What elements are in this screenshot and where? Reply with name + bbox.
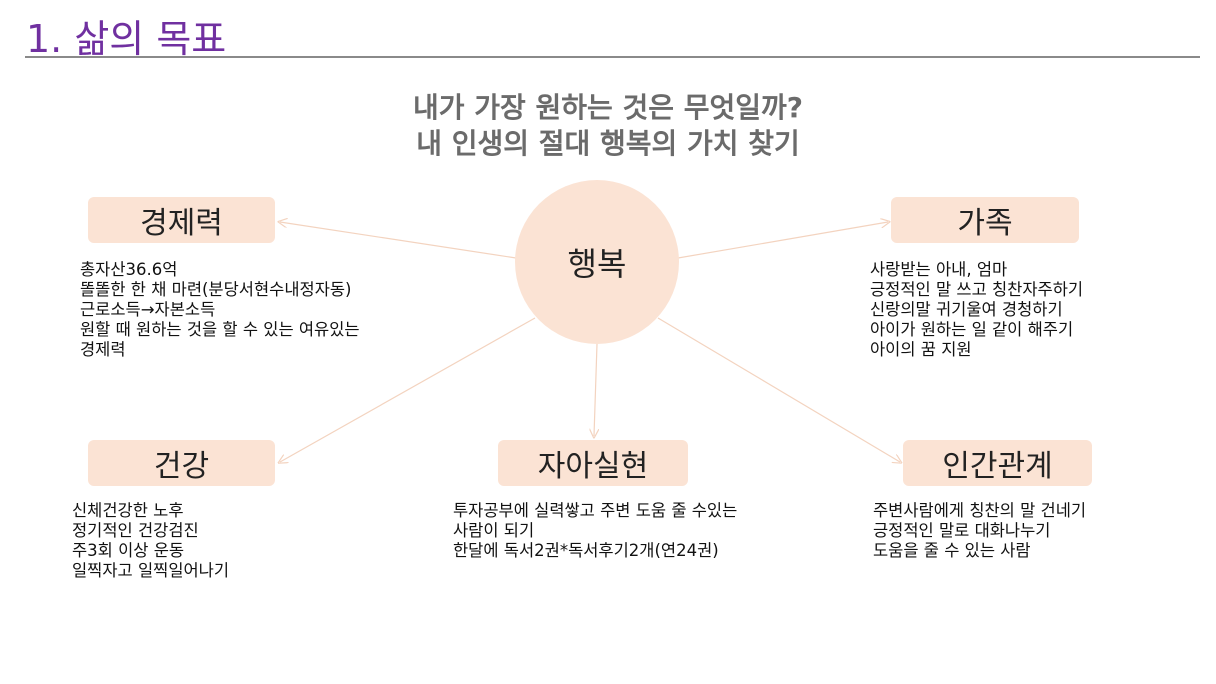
detail-line: 한달에 독서2권*독서후기2개(연24권) xyxy=(453,541,719,560)
title-divider xyxy=(25,56,1200,58)
arrow-to-relations xyxy=(657,317,900,462)
detail-line: 주3회 이상 운동 xyxy=(72,541,185,560)
arrow-to-family xyxy=(677,222,888,259)
subtitle-line-1: 내가 가장 원하는 것은 무엇일까? xyxy=(412,91,804,124)
arrow-to-economy xyxy=(280,222,517,259)
detail-line: 똘똘한 한 채 마련(분당서현수내정자동) xyxy=(80,280,352,299)
detail-line: 사랑받는 아내, 엄마 xyxy=(870,260,1008,279)
detail-line: 투자공부에 실력쌓고 주변 도움 줄 수있는 xyxy=(453,501,738,520)
arrow-to-health xyxy=(280,317,536,462)
node-family: 가족 xyxy=(891,197,1079,243)
detail-line: 근로소득→자본소득 xyxy=(80,300,216,319)
node-health: 건강 xyxy=(88,440,275,486)
center-node-happiness: 행복 xyxy=(515,180,679,344)
detail-line: 사람이 되기 xyxy=(453,521,535,540)
detail-line: 긍정적인 말로 대화나누기 xyxy=(873,521,1051,540)
economy-details: 총자산36.6억 똘똘한 한 채 마련(분당서현수내정자동) 근로소득→자본소득… xyxy=(80,260,360,360)
slide-title: 1. 삶의 목표 xyxy=(26,17,227,61)
detail-line: 아이가 원하는 일 같이 해주기 xyxy=(870,320,1074,339)
node-economy: 경제력 xyxy=(88,197,275,243)
self-realization-details: 투자공부에 실력쌓고 주변 도움 줄 수있는 사람이 되기 한달에 독서2권*독… xyxy=(453,501,737,561)
detail-line: 신랑의말 귀기울여 경청하기 xyxy=(870,300,1063,319)
subtitle-line-2: 내 인생의 절대 행복의 가치 찾기 xyxy=(416,127,800,160)
relationships-details: 주변사람에게 칭찬의 말 건네기 긍정적인 말로 대화나누기 도움을 줄 수 있… xyxy=(873,501,1086,561)
family-details: 사랑받는 아내, 엄마 긍정적인 말 쓰고 칭찬자주하기 신랑의말 귀기울여 경… xyxy=(870,260,1083,360)
detail-line: 아이의 꿈 지원 xyxy=(870,340,972,359)
detail-line: 총자산36.6억 xyxy=(80,260,178,279)
detail-line: 긍정적인 말 쓰고 칭찬자주하기 xyxy=(870,280,1084,299)
detail-line: 주변사람에게 칭찬의 말 건네기 xyxy=(873,501,1087,520)
node-relationships: 인간관계 xyxy=(903,440,1092,486)
node-self-realization: 자아실현 xyxy=(498,440,688,486)
detail-line: 정기적인 건강검진 xyxy=(72,521,199,540)
detail-line: 신체건강한 노후 xyxy=(72,501,184,520)
health-details: 신체건강한 노후 정기적인 건강검진 주3회 이상 운동 일찍자고 일찍일어나기 xyxy=(72,501,229,581)
detail-line: 원할 때 원하는 것을 할 수 있는 여유있는 xyxy=(80,320,360,339)
arrow-to-self xyxy=(594,343,597,436)
detail-line: 일찍자고 일찍일어나기 xyxy=(72,561,230,580)
detail-line: 도움을 줄 수 있는 사람 xyxy=(873,541,1031,560)
detail-line: 경제력 xyxy=(80,340,126,359)
